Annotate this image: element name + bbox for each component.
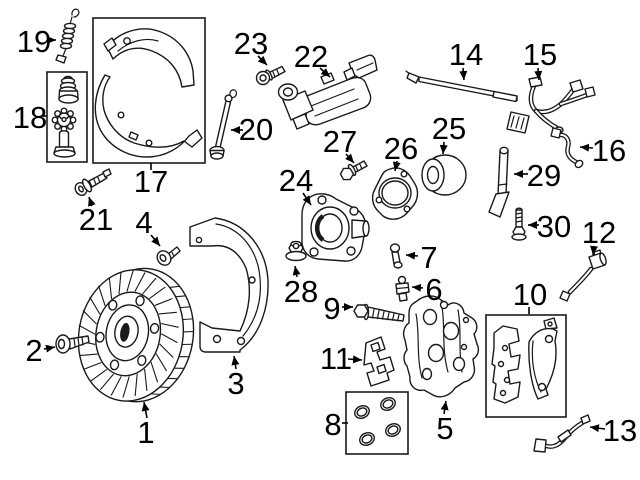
callout-14: 14 xyxy=(449,37,483,81)
callout-30-number: 30 xyxy=(537,209,571,244)
callout-17-number: 17 xyxy=(134,164,168,199)
callout-28-number: 28 xyxy=(284,274,318,309)
callout-21: 21 xyxy=(79,196,113,237)
callout-13: 13 xyxy=(589,413,637,448)
callout-7-number: 7 xyxy=(420,240,437,275)
callout-12: 12 xyxy=(582,215,616,256)
part-16-hose xyxy=(550,127,584,169)
callout-15-number: 15 xyxy=(523,37,557,72)
callout-24-number: 24 xyxy=(279,163,313,198)
part-7-bleeder-cap-pin xyxy=(389,243,403,269)
callout-6-number: 6 xyxy=(425,272,442,307)
callout-13-number: 13 xyxy=(603,413,637,448)
callout-10-number: 10 xyxy=(513,277,547,312)
callout-18: 18 xyxy=(13,100,47,135)
callout-27: 27 xyxy=(323,124,357,164)
callout-23: 23 xyxy=(234,26,268,66)
part-22-parking-brake-actuator xyxy=(277,54,378,130)
callout-23-number: 23 xyxy=(234,26,268,61)
callout-10: 10 xyxy=(513,277,547,314)
part-14-parking-brake-rod xyxy=(405,70,518,103)
callout-24: 24 xyxy=(279,163,313,206)
callout-26-number: 26 xyxy=(384,131,418,166)
part-3-splash-shield xyxy=(189,217,269,353)
part-9-caliper-mount-bolt xyxy=(353,303,405,322)
callout-17: 17 xyxy=(134,163,168,199)
callout-9: 9 xyxy=(323,291,353,326)
callout-22: 22 xyxy=(294,39,331,78)
callout-25-number: 25 xyxy=(432,111,466,146)
callout-4: 4 xyxy=(135,205,161,247)
part-8-seal-kit-box xyxy=(345,391,409,455)
part-23-socket-head-bolt xyxy=(255,65,286,86)
part-18-adjuster-kit-box xyxy=(46,71,88,163)
callout-19: 19 xyxy=(17,24,56,59)
part-24-hub-flange xyxy=(301,193,370,262)
callout-15: 15 xyxy=(523,37,557,81)
callout-25: 25 xyxy=(432,111,466,155)
part-5-brake-caliper xyxy=(402,295,480,398)
callout-5: 5 xyxy=(436,400,454,446)
callout-27-number: 27 xyxy=(323,124,357,159)
callout-5-number: 5 xyxy=(436,411,453,446)
part-29-actuator-lever xyxy=(488,146,510,218)
callout-20-number: 20 xyxy=(239,112,273,147)
callout-2-number: 2 xyxy=(25,333,42,368)
callout-26: 26 xyxy=(384,131,418,172)
callout-3-number: 3 xyxy=(227,366,244,401)
part-21-mounting-bolt xyxy=(74,168,112,196)
part-15-wiring-harness xyxy=(506,76,596,134)
callout-29: 29 xyxy=(514,158,561,193)
part-6-bleeder-valve xyxy=(395,275,410,302)
callout-21-number: 21 xyxy=(79,202,113,237)
callout-11: 11 xyxy=(320,341,363,376)
callout-12-number: 12 xyxy=(582,215,616,250)
part-10-brake-pad-set-box xyxy=(485,314,567,418)
callout-8: 8 xyxy=(324,407,348,442)
part-1-brake-rotor xyxy=(77,267,195,403)
part-2-rotor-retaining-bolt xyxy=(55,334,90,354)
callout-7: 7 xyxy=(405,240,438,275)
callout-3: 3 xyxy=(227,355,245,401)
part-11-anti-rattle-clip xyxy=(363,336,395,387)
callout-19-number: 19 xyxy=(17,24,51,59)
callout-16-number: 16 xyxy=(592,133,626,168)
part-17-brake-shoe-kit-box xyxy=(92,17,206,164)
callout-18-number: 18 xyxy=(13,100,47,135)
part-27-hex-flange-bolt xyxy=(339,160,368,181)
callout-2: 2 xyxy=(25,333,56,368)
callout-1: 1 xyxy=(137,401,155,450)
callout-11-number: 11 xyxy=(320,341,352,376)
rotor-vent-hatching xyxy=(77,270,194,398)
part-12-wear-sensor xyxy=(559,249,607,302)
callout-30: 30 xyxy=(528,209,571,244)
part-30-lever-bolt xyxy=(511,207,527,241)
callout-22-number: 22 xyxy=(294,39,328,74)
part-26-gasket xyxy=(371,167,419,220)
part-13-sensor-wire xyxy=(533,414,591,453)
callout-9-number: 9 xyxy=(323,291,340,326)
callout-28: 28 xyxy=(284,265,318,309)
callout-4-number: 4 xyxy=(135,205,152,240)
callout-1-number: 1 xyxy=(137,415,154,450)
callout-20: 20 xyxy=(231,112,273,147)
callout-8-number: 8 xyxy=(324,407,341,442)
part-4-shield-screw xyxy=(156,246,181,266)
part-19-adjuster-spring xyxy=(55,8,80,64)
callout-14-number: 14 xyxy=(449,37,483,72)
callout-16: 16 xyxy=(579,133,626,168)
part-20-link-rod xyxy=(209,89,238,160)
callout-29-number: 29 xyxy=(527,158,561,193)
callout-6: 6 xyxy=(411,272,443,307)
part-25-bushing-roller xyxy=(421,154,467,196)
part-28-flange-nut xyxy=(285,240,307,262)
star-adjuster xyxy=(51,107,77,133)
